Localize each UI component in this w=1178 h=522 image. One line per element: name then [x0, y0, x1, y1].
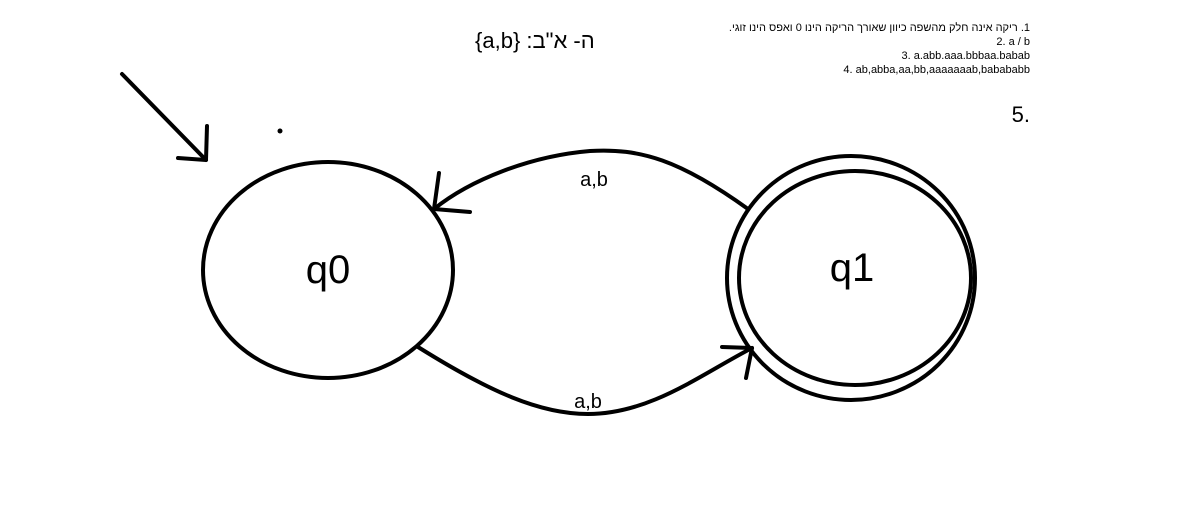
state-q0-label: q0: [306, 248, 351, 292]
state-q1-inner-circle: [737, 169, 973, 387]
transition-q1-to-q0: [432, 148, 750, 214]
state-q1: q1: [725, 154, 977, 402]
answer-4: 4. ab,abba,aa,bb,aaaaaaab,babababb: [843, 64, 1030, 76]
answer-1: 1. ריקה אינה חלק מהשפה כיוון שאורך הריקה…: [728, 22, 1030, 34]
transition-q0-to-q1: [416, 345, 754, 416]
answer-2: 2. a / b: [996, 36, 1030, 48]
transition-q0-to-q1-path: [416, 345, 754, 416]
state-q1-label: q1: [830, 246, 875, 290]
transition-q0-to-q1-arrowhead: [720, 345, 754, 380]
state-q0-circle: [201, 160, 455, 380]
stray-dot: [277, 128, 283, 134]
transition-q1-to-q0-label: a,b: [580, 169, 608, 191]
answer-5-number: 5.: [1011, 102, 1030, 127]
transition-q1-to-q0-arrowhead: [432, 171, 472, 214]
transition-q0-to-q1-label: a,b: [574, 391, 602, 413]
state-q1-outer-circle: [725, 154, 977, 402]
answer-3: 3. a.abb.aaa.bbbaa.babab: [901, 50, 1030, 62]
alphabet-definition: ה- א"ב: {a,b}: [475, 28, 595, 53]
start-arrow: [120, 72, 209, 162]
state-q0: q0: [201, 160, 455, 380]
transition-q1-to-q0-path: [432, 148, 750, 211]
answers-list: 1. ריקה אינה חלק מהשפה כיוון שאורך הריקה…: [729, 21, 1030, 77]
